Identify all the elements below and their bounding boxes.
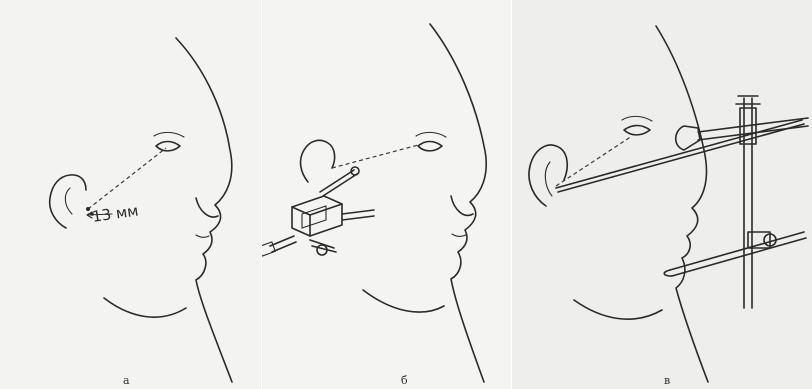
panel-caption-c: в	[664, 374, 670, 387]
panel-b: б	[262, 0, 512, 389]
face-profile-drawing-a	[0, 0, 262, 389]
face-profile-drawing-b	[262, 0, 512, 389]
panel-caption-b: б	[401, 374, 408, 387]
panel-caption-a: а	[123, 374, 130, 387]
face-profile-drawing-c	[512, 0, 812, 389]
panel-a: 13 мм а	[0, 0, 262, 389]
panel-c: в	[512, 0, 812, 389]
